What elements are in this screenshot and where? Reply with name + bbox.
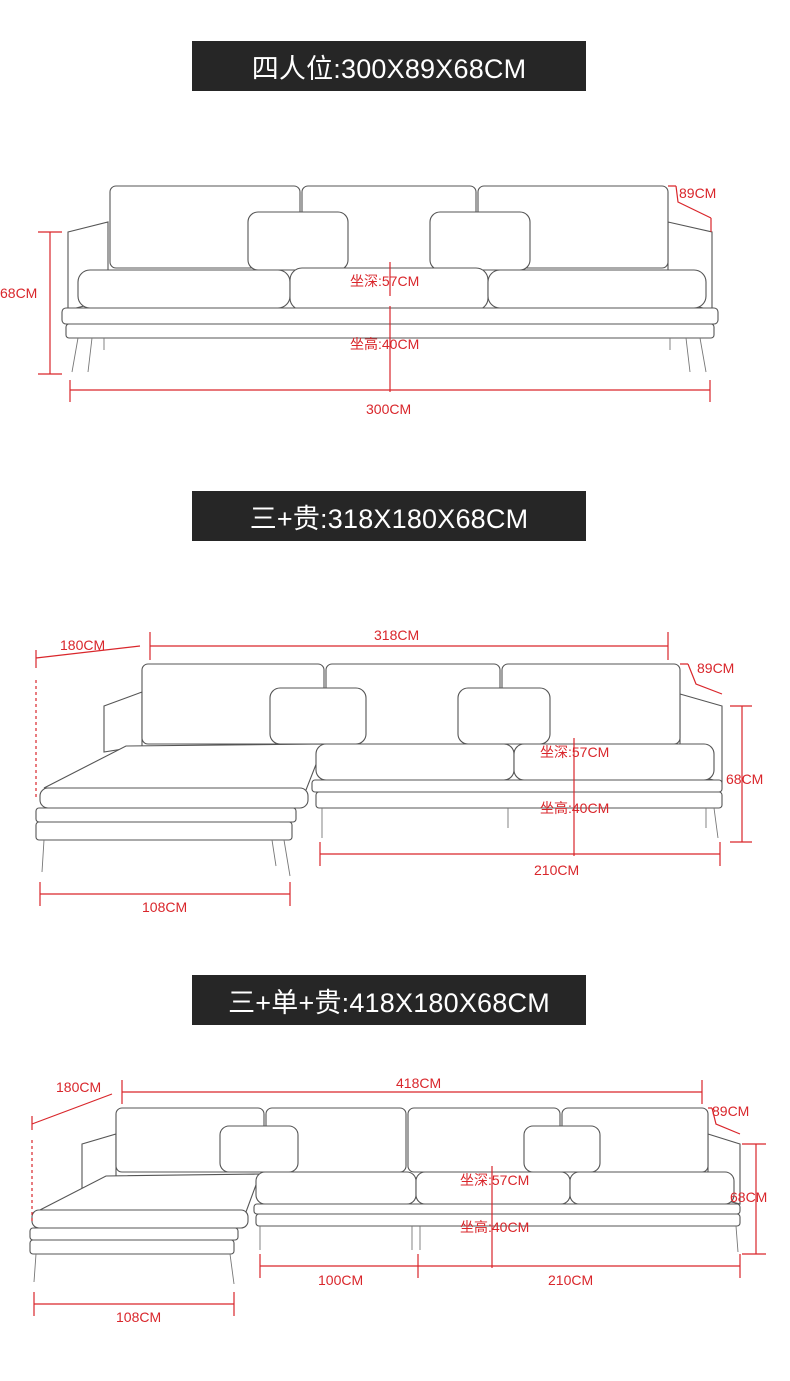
dim-main-width-label: 210CM [534, 862, 579, 878]
sofa-chaise-single-sketch [29, 1107, 741, 1285]
sofa-chaise-sketch [35, 663, 723, 877]
dim-height-label: 68CM [726, 771, 763, 787]
dim-chaise-depth-label: 180CM [60, 637, 105, 653]
dim-seat-depth-label: 坐深:57CM [350, 273, 419, 289]
section-2-title: 三+贵:318X180X68CM [192, 491, 586, 541]
dim-depth-label: 89CM [712, 1103, 749, 1119]
dim-seat-height-label: 坐高:40CM [540, 800, 609, 816]
dim-single-width-label: 100CM [318, 1272, 363, 1288]
dim-total-width-label: 418CM [396, 1075, 441, 1091]
section-1-title: 四人位:300X89X68CM [192, 41, 586, 91]
dim-seat-height-label: 坐高:40CM [350, 336, 419, 352]
sofa-2-dimensions: 180CM 318CM 89CM 68CM 坐深:57CM 坐高:40CM 21… [35, 627, 763, 915]
sofa-1-dimensions: 89CM 68CM 坐深:57CM 坐高:40CM 300CM [0, 185, 716, 417]
dim-chaise-width-label: 108CM [142, 899, 187, 915]
dim-seat-depth-label: 坐深:57CM [460, 1172, 529, 1188]
dim-total-width-label: 318CM [374, 627, 419, 643]
sofa-four-seater-sketch [61, 185, 719, 373]
section-3-title: 三+单+贵:418X180X68CM [192, 975, 586, 1025]
dim-depth-label: 89CM [697, 660, 734, 676]
sofa-3-dimensions: 180CM 418CM 89CM 68CM 坐深:57CM 坐高:40CM 10… [31, 1075, 767, 1325]
dim-chaise-depth-label: 180CM [56, 1079, 101, 1095]
dim-chaise-width-label: 108CM [116, 1309, 161, 1325]
dim-height-label: 68CM [730, 1189, 767, 1205]
dim-height-label: 68CM [0, 285, 37, 301]
dim-seat-depth-label: 坐深:57CM [540, 744, 609, 760]
dim-width-label: 300CM [366, 401, 411, 417]
dim-main-width-label: 210CM [548, 1272, 593, 1288]
dim-depth-label: 89CM [679, 185, 716, 201]
dim-seat-height-label: 坐高:40CM [460, 1219, 529, 1235]
